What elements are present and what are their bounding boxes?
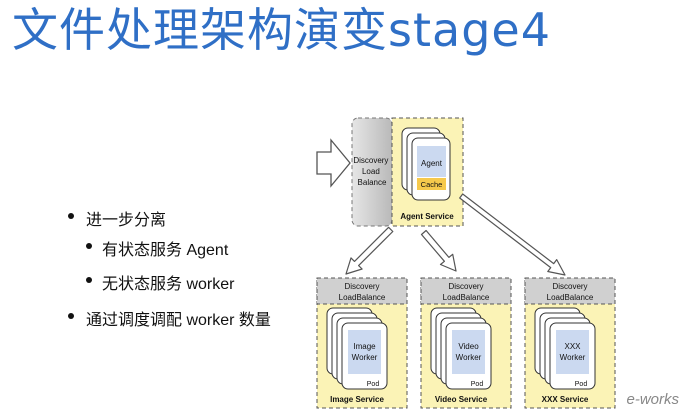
arrow-to-video-service-icon [420,229,457,272]
cache-box [417,178,446,190]
bullet-item: 进一步分离 [86,212,167,229]
worker-label: Worker [456,353,482,362]
bullet-dot [68,313,74,319]
service-label: Video Service [435,395,488,404]
arrow-to-xxx-service-icon [459,193,566,276]
worker-label: Video [458,342,479,351]
worker-label: XXX [564,342,581,351]
xxx-discovery-loadbalance [524,277,616,305]
service-label: Image Service [330,395,384,404]
lb-text: LoadBalance [443,293,490,302]
entry-arrow-icon [316,138,351,188]
lb-text: Discovery [552,282,587,291]
pod-label: Pod [575,381,588,388]
image-discovery-loadbalance [316,277,408,305]
bullet-dot [86,243,92,249]
lb-text: Discovery [353,156,388,165]
lb-text: Discovery [448,282,483,291]
lb-text: LoadBalance [547,293,594,302]
service-label: XXX Service [542,395,589,404]
agent-label: Agent [421,159,443,168]
worker-label: Worker [352,353,378,362]
pod-label: Pod [367,381,380,388]
bullet-dot [86,277,92,283]
lb-text: Balance [358,178,387,187]
bullet-item: 有状态服务 Agent [102,242,229,259]
worker-label: Worker [560,353,586,362]
image-service: Discovery LoadBalance Image Worker Pod I… [316,277,408,409]
lb-text: Discovery [344,282,379,291]
e-works-logo: e-works [626,391,679,408]
worker-label: Image [353,342,376,351]
lb-text: Load [362,167,380,176]
bullet-item: 通过调度调配 worker 数量 [86,312,271,329]
cache-label: Cache [421,180,443,189]
svg-text:Discovery Load Balance: Discovery Load Balance [353,156,390,187]
pod-label: Pod [471,381,484,388]
bullet-dot [68,213,74,219]
lb-text: LoadBalance [339,293,386,302]
video-discovery-loadbalance [420,277,512,305]
agent-service-label: Agent Service [400,212,454,221]
page-title: 文件处理架构演变stage4 [12,3,551,57]
arrow-to-image-service-icon [345,226,394,275]
bullet-item: 无状态服务 worker [102,276,235,293]
xxx-service: Discovery LoadBalance XXX Worker Pod XXX… [524,277,616,409]
video-service: Discovery LoadBalance Video Worker Pod V… [420,277,512,409]
